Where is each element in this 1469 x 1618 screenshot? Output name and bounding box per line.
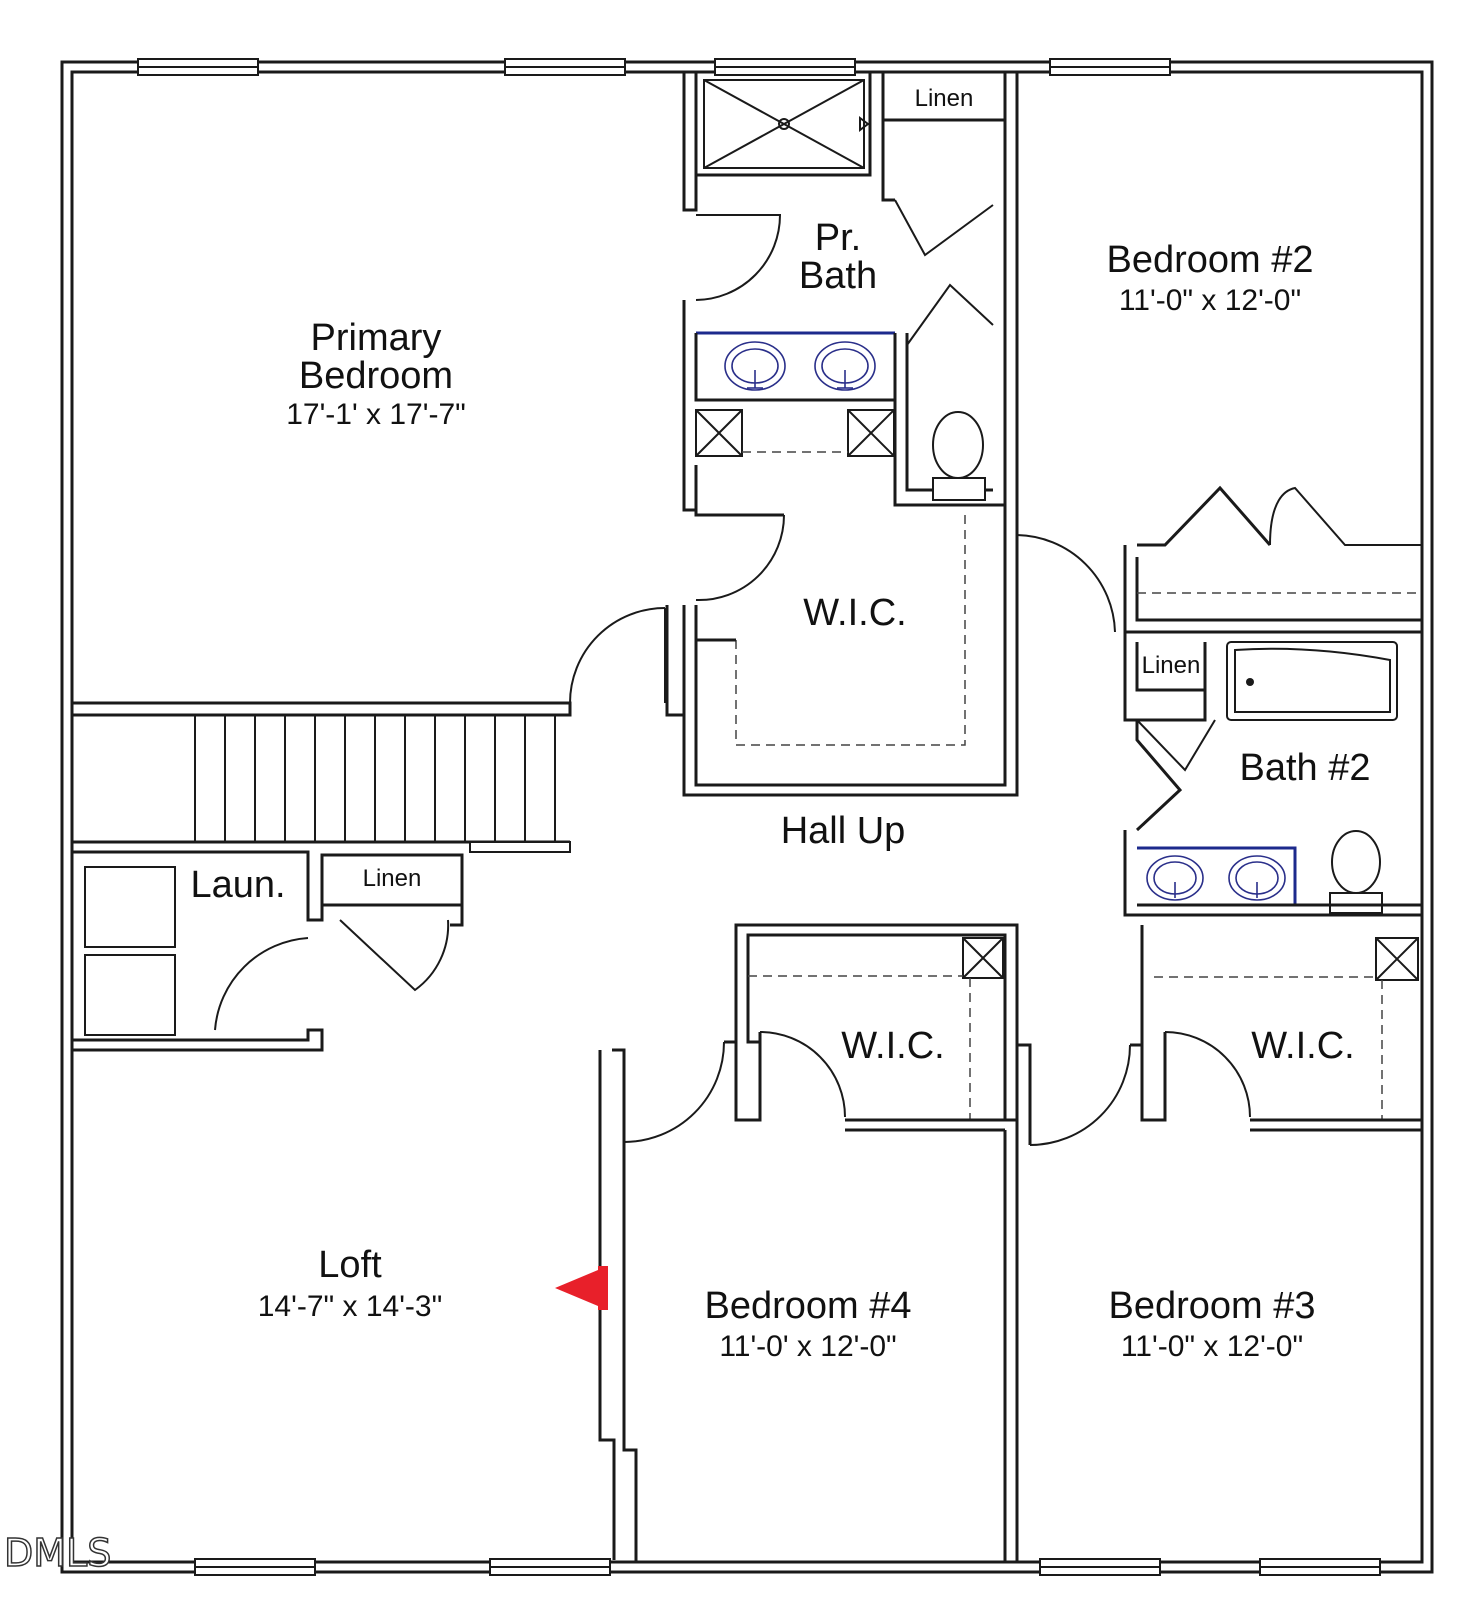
bedroom-4-name: Bedroom #4 — [704, 1285, 911, 1327]
toilet-icon — [932, 411, 986, 501]
sink-icon — [724, 341, 786, 391]
bedroom-4-walls — [623, 923, 1019, 1562]
bath-2-label: Bath #2 — [1240, 747, 1371, 789]
bedroom-2-walls — [1015, 485, 1422, 640]
laundry-label: Laun. — [190, 864, 285, 906]
sink-icon — [1146, 855, 1204, 901]
pr-bath-name-2: Bath — [799, 255, 877, 297]
washer-icon — [84, 866, 176, 948]
bathtub-icon — [1226, 641, 1398, 721]
attic-access-marker — [555, 1266, 608, 1310]
loft-dims: 14'-7" x 14'-3" — [258, 1290, 443, 1323]
dryer-icon — [84, 954, 176, 1036]
primary-bedroom-name-1: Primary — [311, 317, 442, 359]
primary-bedroom-dims: 17'-1' x 17'-7" — [286, 398, 466, 431]
bedroom-3-dims: 11'-0" x 12'-0" — [1121, 1330, 1303, 1363]
sink-icon — [1228, 855, 1286, 901]
loft-name: Loft — [318, 1244, 382, 1286]
primary-bedroom-name-2: Bedroom — [299, 355, 453, 397]
linen-bath2-label: Linen — [1142, 652, 1201, 679]
bedroom-3-name: Bedroom #3 — [1108, 1285, 1315, 1327]
laundry-room — [72, 850, 464, 1052]
bedroom-3-walls — [1017, 925, 1422, 1146]
windows — [137, 58, 1381, 1576]
bedroom-2-name: Bedroom #2 — [1106, 239, 1313, 281]
room-labels: Primary Bedroom 17'-1' x 17'-7" Pr. Bath… — [190, 85, 1370, 1363]
primary-wic — [682, 409, 1019, 797]
linen-hall-label: Linen — [363, 865, 422, 892]
sink-icon — [814, 341, 876, 391]
linen-closet-top — [881, 72, 1019, 640]
pr-bath-name-1: Pr. — [815, 217, 861, 259]
linen-top-label: Linen — [915, 85, 974, 112]
stairs — [70, 715, 571, 853]
toilet-icon — [1329, 830, 1383, 914]
bath-2 — [1123, 632, 1422, 917]
dmls-watermark: DMLS — [4, 1531, 111, 1575]
bedroom-4-dims: 11'-0' x 12'-0" — [719, 1330, 896, 1363]
primary-wic-label: W.I.C. — [803, 592, 906, 634]
wic-bedroom-4-label: W.I.C. — [841, 1025, 944, 1067]
hall-label: Hall Up — [781, 810, 906, 852]
loft-walls — [555, 1048, 638, 1562]
bedroom-2-dims: 11'-0" x 12'-0" — [1119, 284, 1301, 317]
wic-bedroom-3-label: W.I.C. — [1251, 1025, 1354, 1067]
